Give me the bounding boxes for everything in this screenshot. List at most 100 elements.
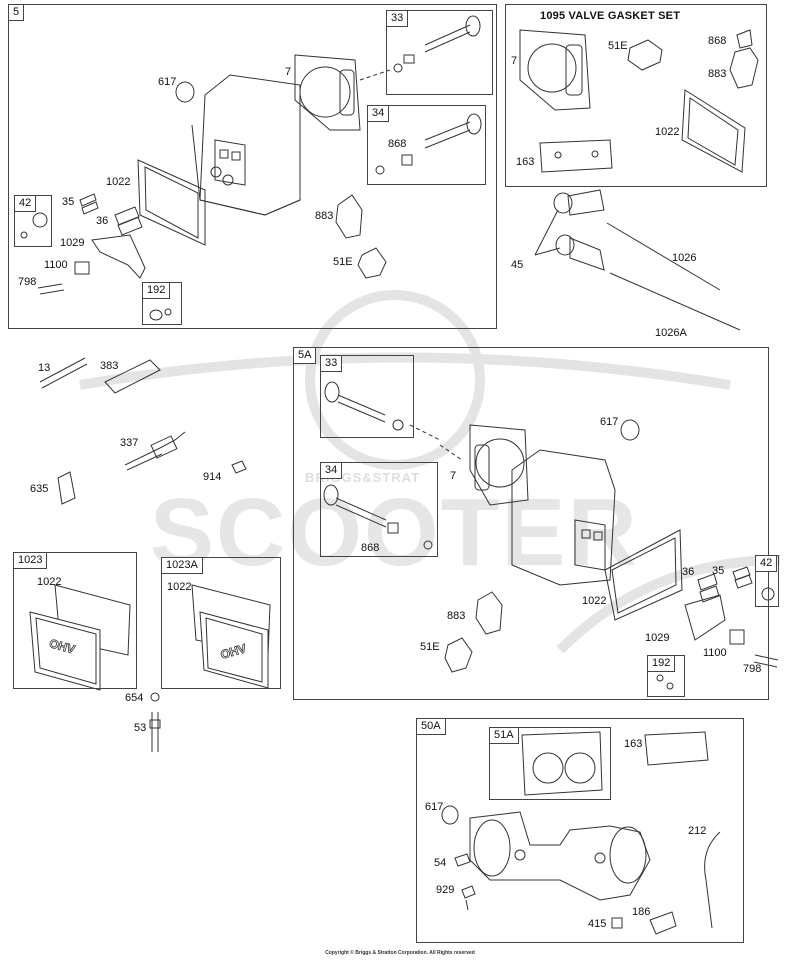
part-label-1022-cover: 1022: [37, 576, 62, 588]
wire-212: [704, 831, 721, 929]
part-label-798: 798: [18, 276, 37, 288]
gasket-set-label-51e: 51E: [608, 40, 628, 52]
stud-53: [151, 712, 159, 752]
section-1023a-box: [161, 557, 281, 689]
pushrod-1026: [606, 222, 721, 291]
part-label-635: 635: [30, 483, 49, 495]
part-label-415: 415: [588, 918, 607, 930]
part-label-617-5a: 617: [600, 416, 619, 428]
part-label-1022-5a: 1022: [582, 595, 607, 607]
part-label-617-50a: 617: [425, 801, 444, 813]
part-label-51e-5a: 51E: [420, 641, 440, 653]
part-label-45: 45: [511, 259, 524, 271]
part-label-1026: 1026: [672, 252, 697, 264]
rocker-cover-1023: OHV: [29, 584, 131, 691]
part-label-36-5a: 36: [682, 566, 695, 578]
gasket-set-label-7: 7: [511, 55, 518, 67]
section-1023-box: [13, 552, 137, 689]
gasket-51eb: [444, 637, 473, 673]
part-label-51e: 51E: [333, 256, 353, 268]
rocker-arm-1029b: [684, 594, 726, 641]
head-gasket-7a: [294, 54, 361, 131]
part-label-54: 54: [434, 857, 447, 869]
group-tag-192b: 192: [647, 655, 676, 672]
part-label-186: 186: [632, 906, 651, 918]
fitting-635: [57, 471, 76, 505]
valve-45-lower: [555, 234, 605, 271]
gasket-set-title: 1095 VALVE GASKET SET: [540, 10, 681, 22]
group-tag-5: 5: [8, 4, 25, 21]
pushrod-1026a: [609, 272, 741, 331]
rocker-arm-1029a: [91, 234, 146, 279]
group-tag-34a: 34: [367, 105, 390, 122]
group-tag-50a: 50A: [416, 718, 446, 735]
guide-plate-1100b: [729, 629, 745, 645]
watermark-scooter: [79, 290, 781, 654]
section-34a-box: [367, 105, 486, 185]
section-33a-box: [386, 10, 493, 95]
rocker-cover-gasket-1022a: [137, 159, 206, 246]
group-tag-42b: 42: [755, 555, 778, 572]
part-label-36: 36: [96, 215, 109, 227]
group-tag-5a: 5A: [293, 347, 317, 364]
group-tag-33a: 33: [386, 10, 409, 27]
part-label-617: 617: [158, 76, 177, 88]
part-label-7: 7: [285, 66, 292, 78]
fuel-solenoid-383: [104, 359, 161, 394]
part-label-35-5a: 35: [712, 565, 725, 577]
part-label-1029-5a: 1029: [645, 632, 670, 644]
part-label-868-5a: 868: [361, 542, 380, 554]
part-label-383: 383: [100, 360, 119, 372]
part-label-35: 35: [62, 196, 75, 208]
plug-415: [611, 917, 623, 929]
gasket-51ea: [357, 247, 387, 279]
part-label-1100-5a: 1100: [703, 647, 727, 659]
valve-45-upper: [553, 189, 605, 216]
fitting-186: [649, 911, 677, 935]
section-5-box: [8, 4, 497, 329]
o-ring-617b: [620, 419, 640, 441]
cylinder-head-5: [191, 74, 301, 216]
bolt-798a: [37, 283, 65, 295]
rocker-cover-1023a: OHV: [191, 584, 271, 689]
bolt-54: [454, 853, 471, 867]
guide-plate-1100a: [74, 261, 90, 275]
bolt-914: [231, 460, 247, 474]
rocker-cover-gasket-1022b: [604, 529, 683, 621]
part-label-163-50a: 163: [624, 738, 643, 750]
gasket-883a: [335, 194, 363, 239]
part-label-1022-cover-a: 1022: [167, 581, 192, 593]
intake-gasket-51a: [521, 731, 603, 796]
group-tag-1023a: 1023A: [161, 557, 203, 574]
section-5a-box: [293, 347, 769, 700]
part-label-7-5a: 7: [450, 470, 457, 482]
part-label-1100: 1100: [44, 259, 68, 271]
bolt-13: [39, 357, 88, 389]
part-label-883: 883: [315, 210, 334, 222]
section-33b-box: [320, 355, 414, 438]
group-tag-51a: 51A: [489, 727, 519, 744]
part-label-868: 868: [388, 138, 407, 150]
head-gasket-7b: [469, 424, 529, 506]
spring-35b: [732, 566, 753, 589]
spring-36a: [114, 206, 143, 236]
bolt-798b: [753, 654, 779, 668]
gasket-883b: [475, 591, 503, 635]
part-label-914: 914: [203, 471, 222, 483]
gasket-set-label-883: 883: [708, 68, 727, 80]
section-34b-box: [320, 462, 438, 557]
gasket-163b: [644, 731, 709, 766]
spring-36b: [697, 573, 720, 603]
part-label-212: 212: [688, 825, 707, 837]
exhaust-manifold: [469, 811, 651, 901]
o-ring-617a: [175, 81, 195, 103]
part-label-13: 13: [38, 362, 51, 374]
part-label-1022: 1022: [106, 176, 131, 188]
bolt-929: [461, 885, 476, 911]
part-label-1026a: 1026A: [655, 327, 687, 339]
group-tag-33b: 33: [320, 355, 343, 372]
part-label-337: 337: [120, 437, 139, 449]
part-label-53: 53: [134, 722, 147, 734]
o-ring-617c: [441, 805, 459, 825]
